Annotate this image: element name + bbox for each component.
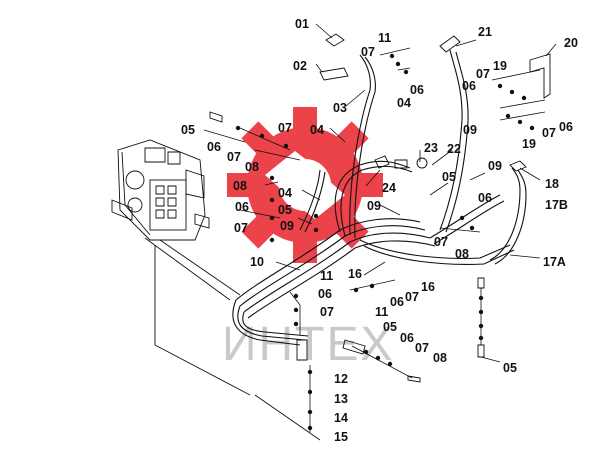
callout-17B: 17B (545, 198, 568, 212)
callout-09: 09 (463, 123, 477, 137)
callout-16: 16 (348, 267, 362, 281)
callout-06: 06 (318, 287, 332, 301)
callout-08: 08 (233, 179, 247, 193)
callout-07: 07 (542, 126, 556, 140)
callout-06: 06 (400, 331, 414, 345)
washer-dots (235, 53, 535, 431)
callout-17A: 17A (543, 255, 566, 269)
callout-07: 07 (405, 290, 419, 304)
callout-05: 05 (278, 203, 292, 217)
callout-08: 08 (245, 160, 259, 174)
callout-12: 12 (334, 372, 348, 386)
callout-11: 11 (320, 269, 333, 283)
callout-22: 22 (447, 142, 461, 156)
callout-09: 09 (488, 159, 502, 173)
callout-13: 13 (334, 392, 348, 406)
callout-20: 20 (564, 36, 578, 50)
callout-03: 03 (333, 101, 347, 115)
callout-05: 05 (442, 170, 456, 184)
callout-06: 06 (235, 200, 249, 214)
callout-19: 19 (522, 137, 536, 151)
callout-06: 06 (410, 83, 424, 97)
callout-06: 06 (462, 79, 476, 93)
callout-14: 14 (334, 411, 348, 425)
callout-09: 09 (367, 199, 381, 213)
callout-07: 07 (476, 67, 490, 81)
callout-08: 08 (433, 351, 447, 365)
callout-11: 11 (378, 31, 391, 45)
callout-18: 18 (545, 177, 559, 191)
callout-15: 15 (334, 430, 348, 444)
valve-block-assembly (111, 139, 210, 241)
callout-05: 05 (181, 123, 195, 137)
callout-07: 07 (361, 45, 375, 59)
callout-labels: 01 02 03 04 04 04 05 05 05 05 05 06 06 0… (181, 17, 578, 444)
callout-07: 07 (320, 305, 334, 319)
callout-01: 01 (295, 17, 309, 31)
callout-04: 04 (397, 96, 411, 110)
callout-10: 10 (250, 255, 264, 269)
callout-07: 07 (227, 150, 241, 164)
leader-lines (203, 23, 557, 432)
callout-04: 04 (278, 186, 292, 200)
callout-08: 08 (455, 247, 469, 261)
callout-07: 07 (278, 121, 292, 135)
callout-11: 11 (375, 305, 388, 319)
callout-19: 19 (493, 59, 507, 73)
callout-07: 07 (234, 221, 248, 235)
watermark-text: ИНТЕХ (222, 318, 395, 371)
callout-23: 23 (424, 141, 438, 155)
callout-02: 02 (293, 59, 307, 73)
callout-06: 06 (207, 140, 221, 154)
callout-06: 06 (559, 120, 573, 134)
callout-06: 06 (390, 295, 404, 309)
callout-24: 24 (382, 181, 396, 195)
callout-07: 07 (415, 341, 429, 355)
callout-21: 21 (478, 25, 492, 39)
callout-07: 07 (434, 235, 448, 249)
callout-05: 05 (383, 320, 397, 334)
callout-16: 16 (421, 280, 435, 294)
callout-09: 09 (280, 219, 294, 233)
callout-06: 06 (478, 191, 492, 205)
callout-05: 05 (503, 361, 517, 375)
callout-04: 04 (310, 123, 324, 137)
watermark-logo (227, 107, 383, 263)
